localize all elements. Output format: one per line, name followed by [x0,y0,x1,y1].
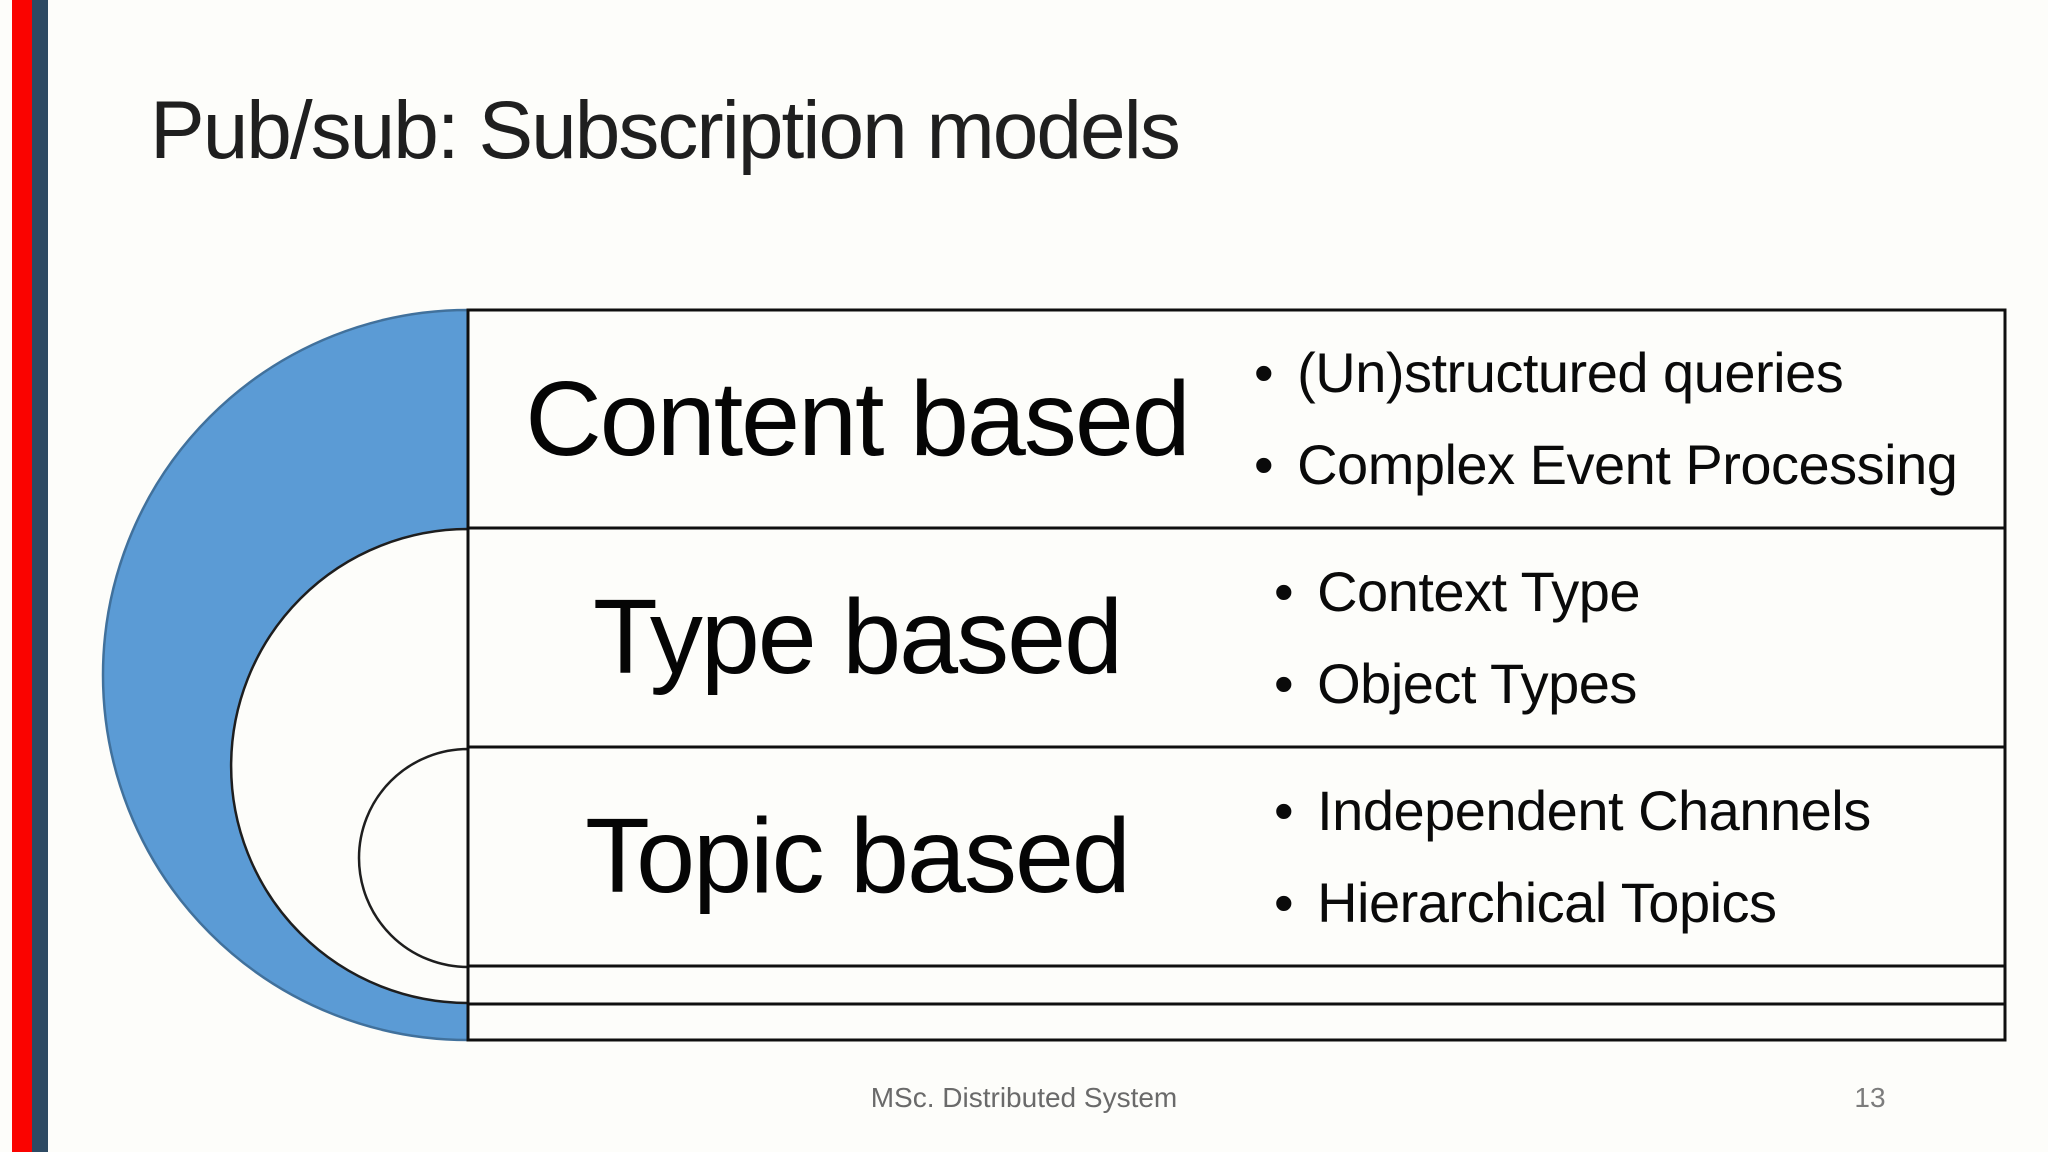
accent-bar-red [12,0,32,1152]
slide-title: Pub/sub: Subscription models [150,85,1181,176]
bullet-item: • (Un)structured queries [1254,327,2005,419]
diagram-row-topic-based: Topic based • Independent Channels • Hie… [468,747,2005,966]
page-number: 13 [1854,1082,1886,1113]
bullet-dot-icon: • [1274,778,1294,842]
bullet-text: (Un)structured queries [1297,341,1844,404]
row-border-empty-strip-2 [466,1002,2007,1042]
footer-text: MSc. Distributed System [870,1082,1178,1113]
row-title: Type based [592,578,1123,696]
bullet-dot-icon: • [1254,433,1274,496]
diagram-row-type-based: Type based • Context Type • Object Types [468,528,2005,747]
outer-arc-shape [101,308,470,1042]
bullet-text: Context Type [1317,559,1641,623]
bullet-item: • Hierarchical Topics [1274,857,2005,949]
bullet-text: Hierarchical Topics [1317,870,1777,934]
row-title: Content based [525,359,1191,478]
bullet-item: • Context Type [1274,546,2005,638]
bullet-item: • Independent Channels [1274,765,2005,857]
accent-bar-navy [32,0,48,1152]
bullet-text: Complex Event Processing [1297,433,1958,496]
bullet-item: • Object Types [1274,638,2005,730]
bullet-text: Independent Channels [1317,778,1871,842]
row-border-empty-strip-1 [466,964,2007,1006]
row-bullet-list: • Context Type • Object Types [1246,528,2005,747]
bullet-dot-icon: • [1274,559,1294,623]
bullet-text: Object Types [1317,651,1637,715]
bullet-dot-icon: • [1274,651,1294,715]
row-bullet-list: • (Un)structured queries • Complex Event… [1246,310,2005,528]
bullet-dot-icon: • [1274,870,1294,934]
bullet-item: • Complex Event Processing [1254,419,2005,511]
inner-arc-shape [357,747,470,969]
row-bullet-list: • Independent Channels • Hierarchical To… [1246,747,2005,966]
diagram-row-content-based: Content based • (Un)structured queries •… [468,310,2005,528]
bullet-dot-icon: • [1254,341,1274,404]
middle-arc-shape [229,527,470,1005]
row-title: Topic based [585,797,1131,915]
